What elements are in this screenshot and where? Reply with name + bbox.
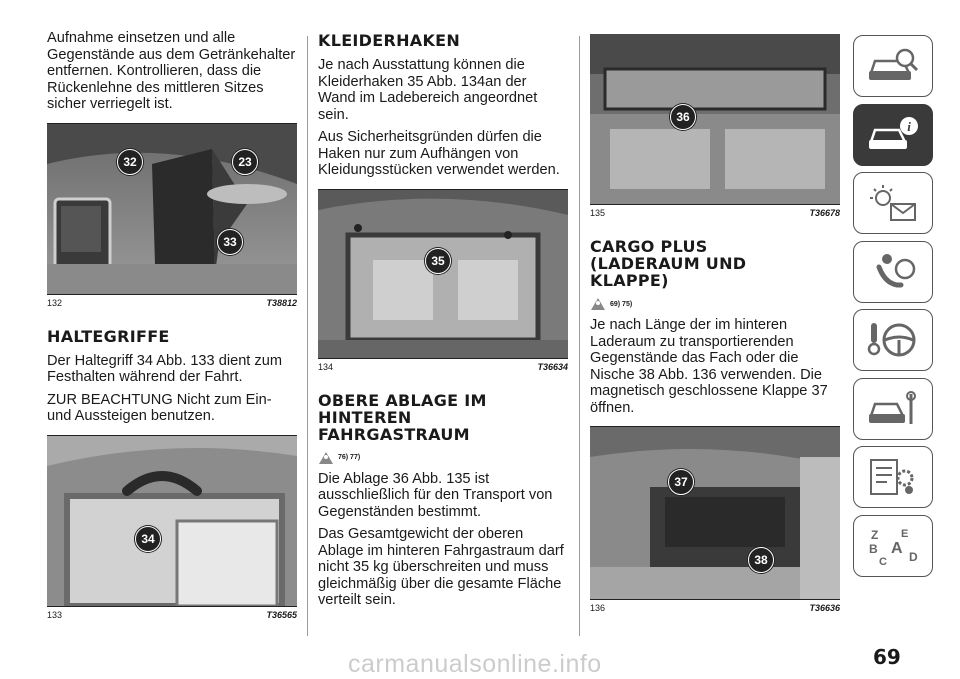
column-2: KLEIDERHAKEN Je nach Ausstattung können … <box>318 30 568 615</box>
mechanic-warning-icon <box>319 451 333 464</box>
figure-number: 136 <box>590 603 606 613</box>
cargo-compartment-photo <box>590 427 840 599</box>
figure-number: 134 <box>318 361 334 372</box>
figure-134: 35 <box>318 188 568 359</box>
page-number: 69 <box>873 645 901 669</box>
tab-alphabet-index[interactable]: Z E B A C D <box>853 514 933 577</box>
car-info-icon: i <box>869 116 918 149</box>
warning-ref-text: 69) 75) <box>610 300 633 308</box>
svg-text:Z: Z <box>871 528 878 542</box>
intro-paragraph: Aufnahme einsetzen und alle Gegenstände … <box>47 30 296 112</box>
car-service-icon <box>869 390 916 424</box>
figure-code: T38812 <box>266 297 297 308</box>
svg-text:i: i <box>907 119 911 134</box>
figure-code: T36565 <box>266 609 297 620</box>
figure-number: 133 <box>47 609 63 620</box>
svg-text:B: B <box>869 542 878 556</box>
callout-33: 33 <box>217 228 243 255</box>
callout-37: 37 <box>668 469 694 495</box>
figure-caption: 134 T36634 <box>318 362 568 372</box>
callout-34: 34 <box>135 525 161 552</box>
figure-number: 132 <box>47 297 63 308</box>
steering-key-icon <box>867 323 916 357</box>
callout-36: 36 <box>670 104 696 130</box>
alphabet-index-icon: Z E B A C D <box>869 528 918 567</box>
settings-list-icon <box>870 459 914 495</box>
paragraph: Je nach Ausstattung können die Kleiderha… <box>318 57 538 123</box>
grab-handle-photo <box>47 435 297 606</box>
column-divider <box>307 36 308 636</box>
svg-text:E: E <box>901 528 908 540</box>
figure-caption: 132 T38812 <box>47 298 297 308</box>
section-heading: HALTEGRIFFE <box>47 326 170 346</box>
paragraph: Je nach Länge der im hinteren Laderaum z… <box>590 317 828 416</box>
car-search-icon <box>869 48 919 80</box>
figure-133: 34 <box>47 434 297 607</box>
callout-23: 23 <box>232 148 258 175</box>
figure-135: 36 <box>590 34 840 205</box>
figure-code: T36636 <box>809 603 840 613</box>
figure-caption: 136 T36636 <box>590 603 840 613</box>
figure-132: 32 23 33 <box>47 122 297 295</box>
tab-settings-list[interactable] <box>853 446 933 508</box>
tab-car-info[interactable]: i <box>853 103 933 166</box>
section-heading: KLEIDERHAKEN <box>318 31 461 50</box>
figure-number: 135 <box>590 208 606 218</box>
paragraph: Aus Sicherheitsgründen dürfen die Haken … <box>318 129 560 178</box>
column-1: Aufnahme einsetzen und alle Gegenstände … <box>47 30 297 620</box>
tab-warning-lights[interactable] <box>853 172 933 234</box>
section-heading: OBERE ABLAGE IM HINTEREN FAHRGASTRAUM <box>318 390 487 444</box>
column-3: 36 135 T36678 CARGO PLUS (LADERAUM UND K… <box>590 34 840 613</box>
paragraph: Das Gesamtgewicht der oberen Ablage im h… <box>318 526 564 608</box>
upper-shelf-photo <box>590 34 840 204</box>
warning-reference: 69) 75) <box>590 297 840 311</box>
warning-reference: 76) 77) <box>318 451 568 465</box>
chapter-tabs: i <box>853 35 935 583</box>
warning-ref-text: 76) 77) <box>338 454 361 461</box>
tab-airbag-seat[interactable] <box>853 240 933 303</box>
warning-lights-icon <box>870 185 916 221</box>
figure-code: T36678 <box>809 208 840 218</box>
coat-hook-photo <box>318 189 568 358</box>
callout-35: 35 <box>425 247 451 274</box>
tab-steering-key[interactable] <box>853 309 933 371</box>
airbag-seat-icon <box>876 253 916 287</box>
callout-32: 32 <box>117 148 143 175</box>
paragraph: ZUR BEACHTUNG Nicht zum Ein- und Ausstei… <box>47 391 272 425</box>
section-heading: CARGO PLUS (LADERAUM UND KLAPPE) <box>590 237 747 290</box>
figure-code: T36634 <box>537 361 568 372</box>
svg-text:A: A <box>891 540 903 557</box>
figure-caption: 133 T36565 <box>47 610 297 620</box>
figure-136: 37 38 <box>590 426 840 600</box>
tab-car-service[interactable] <box>853 377 933 440</box>
paragraph: Die Ablage 36 Abb. 135 ist ausschließlic… <box>318 470 553 520</box>
paragraph: Der Haltegriff 34 Abb. 133 dient zum Fes… <box>47 352 282 386</box>
svg-text:C: C <box>879 556 887 567</box>
dashboard-photo <box>47 123 297 294</box>
mechanic-warning-icon <box>591 298 605 310</box>
column-divider <box>579 36 580 636</box>
callout-38: 38 <box>748 547 774 573</box>
figure-caption: 135 T36678 <box>590 208 840 218</box>
svg-text:D: D <box>909 550 918 564</box>
watermark: carmanualsonline.info <box>348 650 602 678</box>
tab-car-search[interactable] <box>853 35 933 97</box>
